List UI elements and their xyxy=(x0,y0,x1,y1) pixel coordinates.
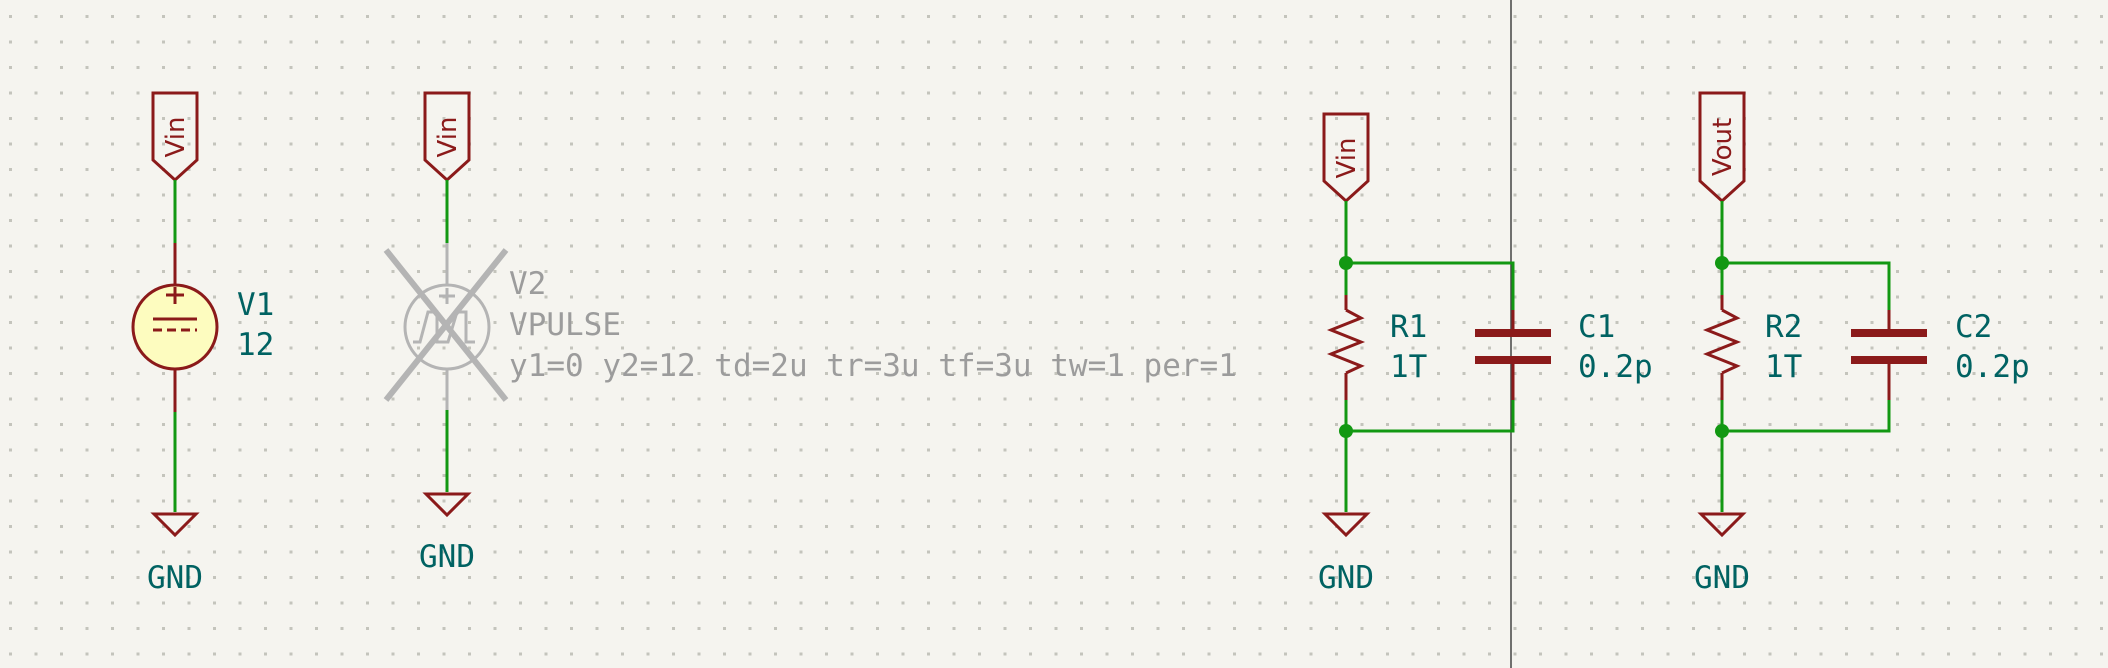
c2-value: 0.2p xyxy=(1955,349,2030,385)
gnd-3[interactable]: GND xyxy=(1318,512,1374,596)
vout-label[interactable]: Vout xyxy=(1698,91,1746,204)
ground-icon xyxy=(422,492,472,518)
r2-ref: R2 xyxy=(1765,309,1802,345)
gnd-1-text: GND xyxy=(147,560,203,596)
v1-ref: V1 xyxy=(237,287,274,323)
junction-dot xyxy=(1715,424,1729,438)
v2-params: y1=0 y2=12 td=2u tr=3u tf=3u tw=1 per=1 xyxy=(509,348,1237,384)
c1-ref: C1 xyxy=(1578,309,1615,345)
label-flag-shape xyxy=(423,91,471,183)
label-flag-shape xyxy=(1322,112,1370,204)
vin-label-1[interactable]: Vin xyxy=(151,91,199,183)
vout-label-text: Vout xyxy=(1708,118,1738,176)
ground-icon xyxy=(1697,512,1747,538)
vin-label-1-text: Vin xyxy=(161,117,191,158)
wire[interactable] xyxy=(1720,400,1891,433)
r2-resistor[interactable]: R2 1T xyxy=(1702,295,1802,400)
r1-value: 1T xyxy=(1390,349,1427,385)
excluded-cross-icon xyxy=(383,248,509,402)
c1-value: 0.2p xyxy=(1578,349,1653,385)
c2-capacitor[interactable]: C2 0.2p xyxy=(1851,309,2030,400)
resistor-icon xyxy=(1702,308,1742,375)
wire[interactable] xyxy=(1344,400,1515,433)
r1-resistor[interactable]: R1 1T xyxy=(1326,295,1427,400)
gnd-2-text: GND xyxy=(419,539,475,575)
resistor-icon xyxy=(1326,308,1366,375)
v1-source[interactable]: V1 12 xyxy=(131,283,274,371)
vin-label-2[interactable]: Vin xyxy=(423,91,471,183)
c2-ref: C2 xyxy=(1955,309,1992,345)
r1-ref: R1 xyxy=(1390,309,1427,345)
gnd-2[interactable]: GND xyxy=(419,492,475,575)
vin-label-3-text: Vin xyxy=(1332,138,1362,179)
vin-label-2-text: Vin xyxy=(433,117,463,158)
label-flag-shape xyxy=(1698,91,1746,204)
pulse-waveform-icon xyxy=(413,310,475,344)
wire[interactable] xyxy=(1346,261,1515,310)
v2-value: VPULSE xyxy=(509,307,621,343)
label-flag-shape xyxy=(151,91,199,183)
gnd-3-text: GND xyxy=(1318,560,1374,596)
ground-icon xyxy=(1321,512,1371,538)
junction-dot xyxy=(1339,256,1353,270)
r2-value: 1T xyxy=(1765,349,1802,385)
vin-label-3[interactable]: Vin xyxy=(1322,112,1370,204)
gnd-4-text: GND xyxy=(1694,560,1750,596)
wire[interactable] xyxy=(1722,261,1891,310)
gnd-1[interactable]: GND xyxy=(147,512,203,596)
v2-source[interactable]: V2 VPULSE y1=0 y2=12 td=2u tr=3u tf=3u t… xyxy=(383,243,1237,410)
gnd-4[interactable]: GND xyxy=(1694,512,1750,596)
c1-capacitor[interactable]: C1 0.2p xyxy=(1475,309,1653,400)
v1-value: 12 xyxy=(237,327,274,363)
v2-ref: V2 xyxy=(509,266,546,302)
junction-dot xyxy=(1715,256,1729,270)
junction-dot xyxy=(1339,424,1353,438)
ground-icon xyxy=(150,512,200,538)
